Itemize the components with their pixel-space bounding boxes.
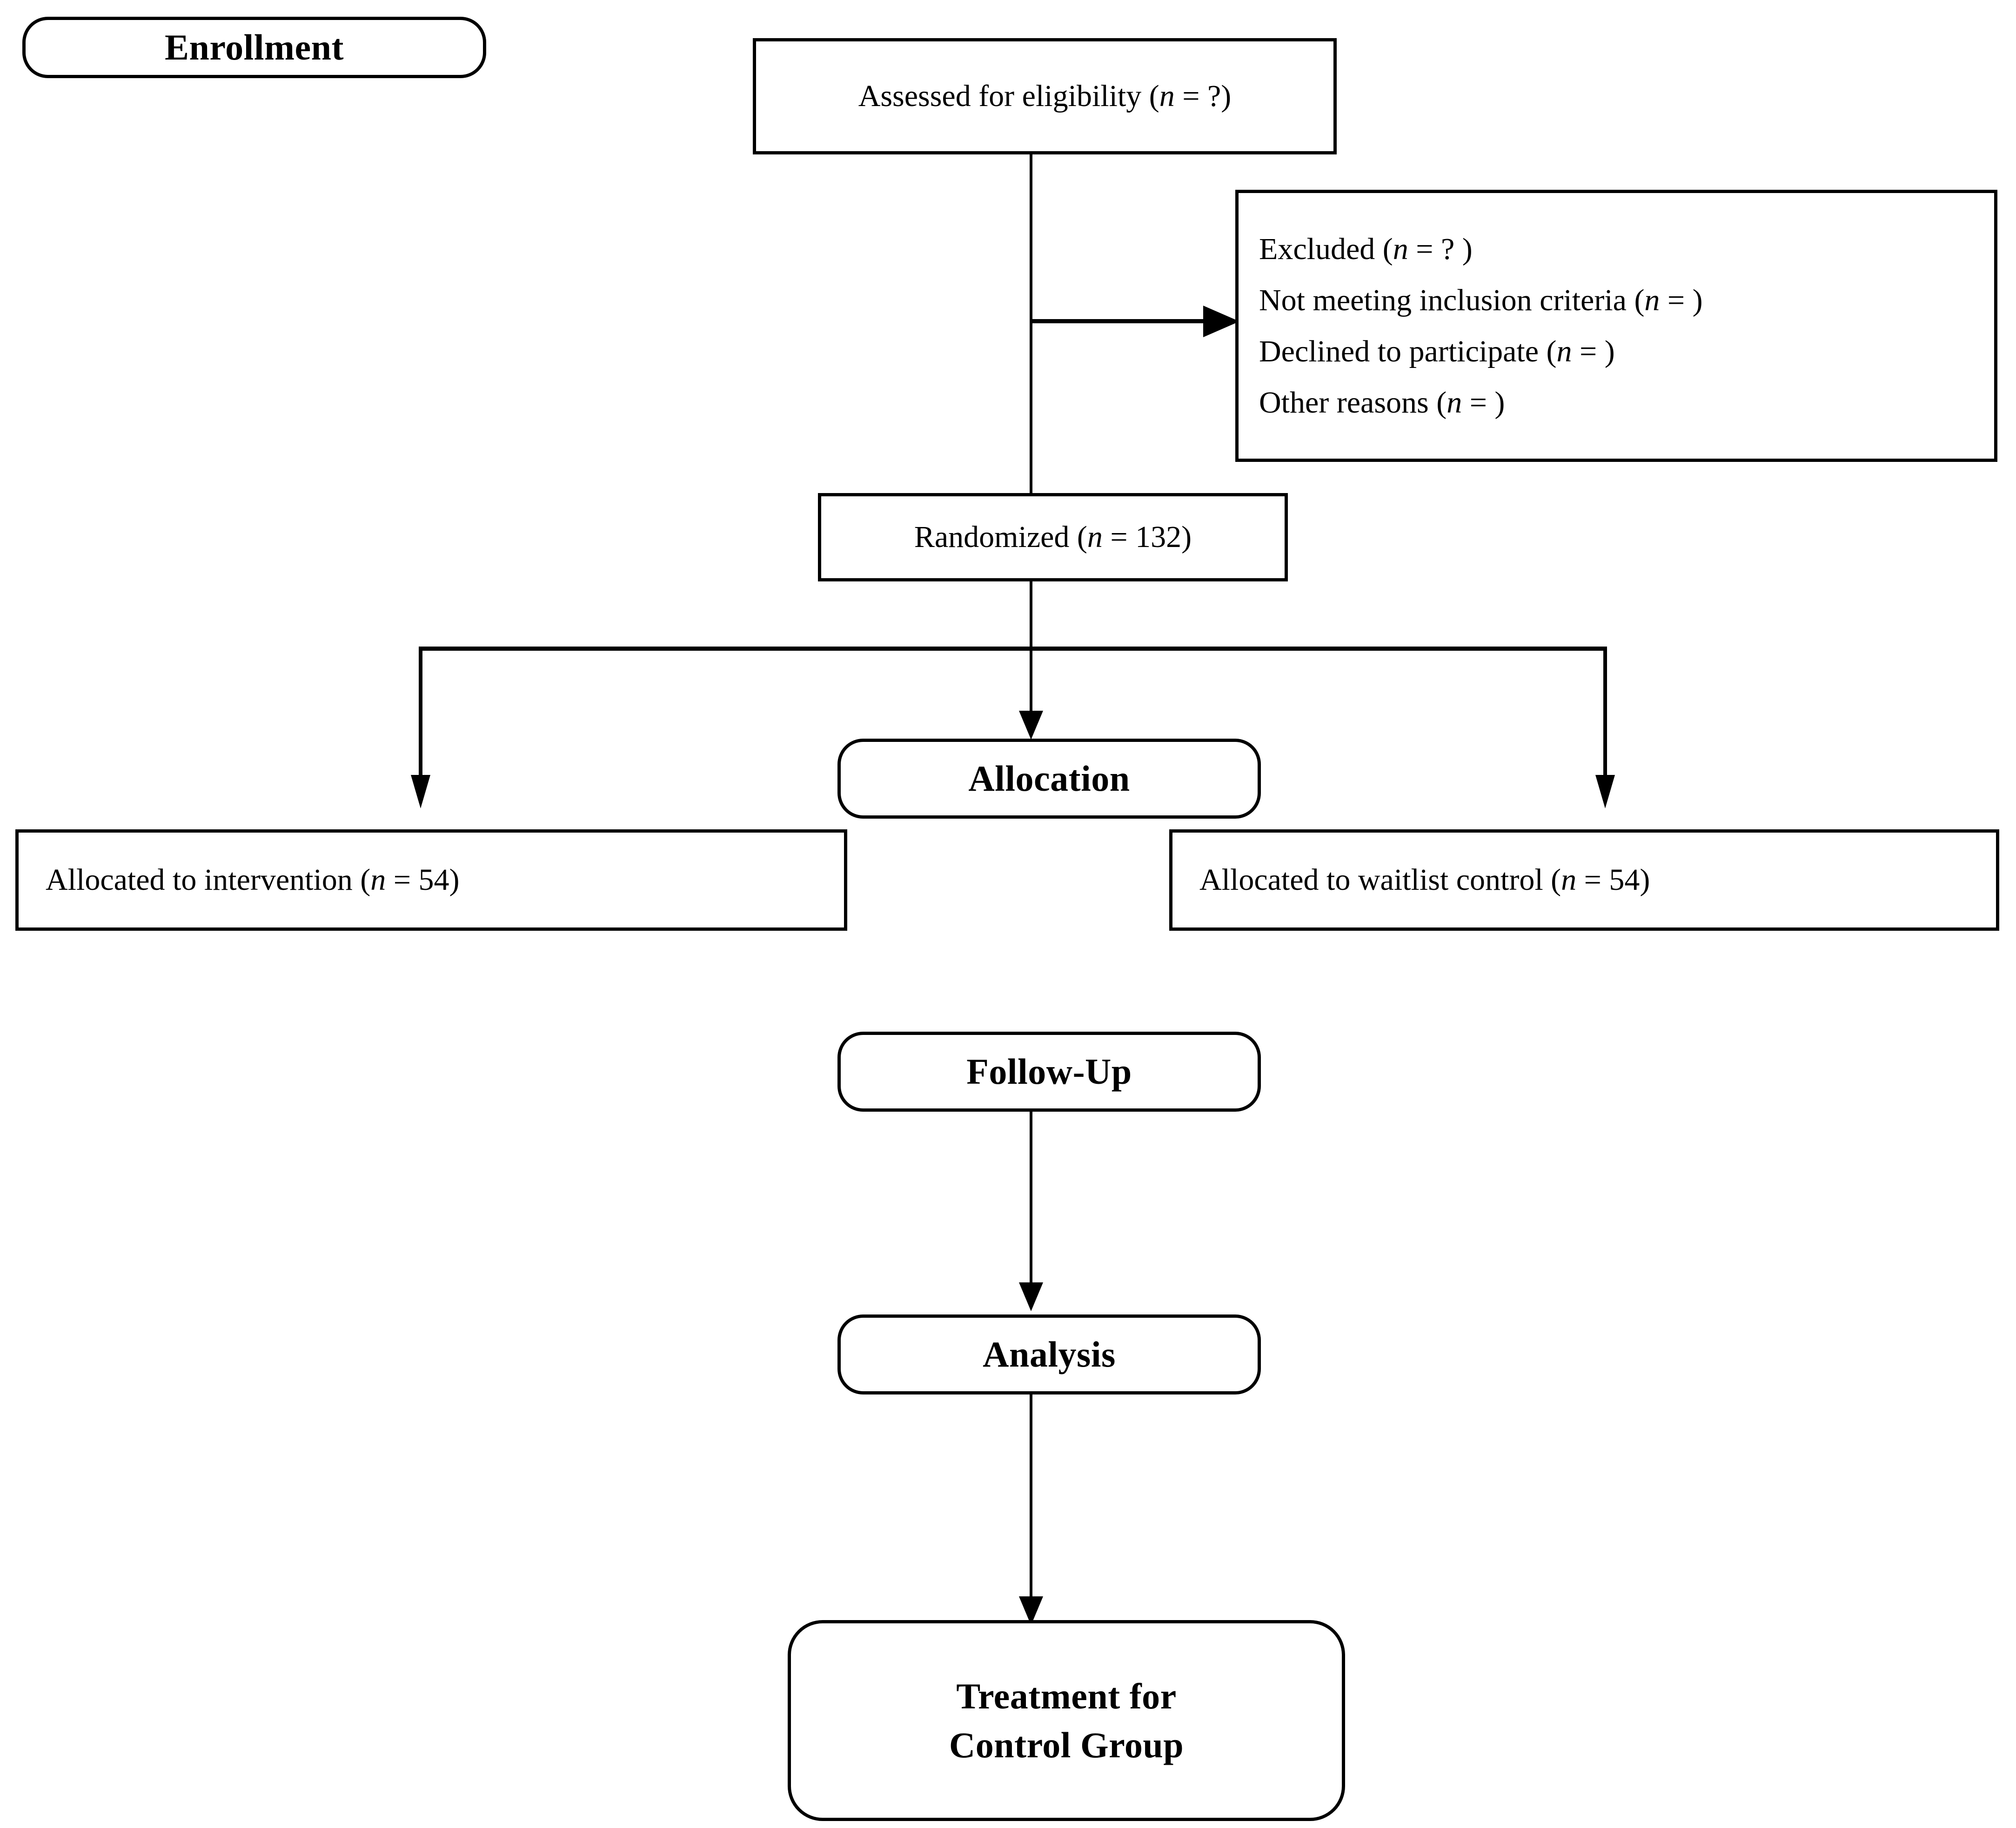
excluded-line-1-prefix: Excluded ( <box>1259 232 1393 266</box>
arrowhead-to-control <box>1595 775 1615 808</box>
excluded-line-3-prefix: Declined to participate ( <box>1259 334 1557 368</box>
node-excluded-box: Excluded (n = ? ) Not meeting inclusion … <box>1235 190 1997 462</box>
connector-analysis-to-treatment <box>1030 1394 1032 1608</box>
allocated-control-prefix: Allocated to waitlist control ( <box>1199 863 1561 897</box>
connector-left-drop <box>419 647 422 781</box>
excluded-line-2: Not meeting inclusion criteria (n = ) <box>1239 285 1994 316</box>
excluded-line-3-value: = ) <box>1572 334 1615 368</box>
node-allocated-control: Allocated to waitlist control (n = 54) <box>1169 829 1999 931</box>
node-assessed-for-eligibility: Assessed for eligibility (n = ?) <box>753 38 1337 154</box>
arrowhead-to-analysis <box>1019 1282 1043 1311</box>
allocated-intervention-value: = 54) <box>386 863 460 897</box>
assessed-prefix: Assessed for eligibility ( <box>858 79 1159 113</box>
stage-label-followup: Follow-Up <box>966 1051 1132 1092</box>
excluded-line-2-n-symbol: n <box>1644 283 1660 317</box>
node-allocated-intervention: Allocated to intervention (n = 54) <box>15 829 847 931</box>
excluded-line-4-n-symbol: n <box>1447 385 1462 420</box>
stage-box-enrollment: Enrollment <box>22 17 486 78</box>
randomized-prefix: Randomized ( <box>914 520 1087 554</box>
excluded-line-1: Excluded (n = ? ) <box>1239 234 1994 265</box>
randomized-value: = 132) <box>1102 520 1192 554</box>
arrowhead-to-allocation <box>1019 711 1043 740</box>
assessed-value: = ?) <box>1174 79 1232 113</box>
randomized-n-symbol: n <box>1087 520 1103 554</box>
treatment-line-2: Control Group <box>949 1725 1184 1765</box>
excluded-lines: Excluded (n = ? ) Not meeting inclusion … <box>1239 234 1994 418</box>
assessed-n-symbol: n <box>1159 79 1175 113</box>
connector-allocation-split-bar <box>419 647 1607 651</box>
excluded-line-2-value: = ) <box>1660 283 1703 317</box>
stage-label-allocation: Allocation <box>968 758 1130 799</box>
arrowhead-to-excluded <box>1203 306 1239 337</box>
excluded-line-2-prefix: Not meeting inclusion criteria ( <box>1259 283 1645 317</box>
connector-right-drop <box>1603 647 1607 781</box>
excluded-line-4-prefix: Other reasons ( <box>1259 385 1447 420</box>
excluded-line-4-value: = ) <box>1462 385 1505 420</box>
connector-split-to-allocation <box>1030 647 1032 717</box>
connector-followup-to-analysis <box>1030 1112 1032 1288</box>
arrowhead-to-intervention <box>411 775 430 808</box>
connector-assessed-to-randomized <box>1030 154 1032 493</box>
stage-label-analysis: Analysis <box>983 1334 1116 1375</box>
allocated-control-n-symbol: n <box>1561 863 1577 897</box>
connector-randomized-to-split <box>1030 581 1032 649</box>
node-randomized: Randomized (n = 132) <box>818 493 1288 581</box>
allocated-control-value: = 54) <box>1576 863 1650 897</box>
stage-box-allocation: Allocation <box>837 739 1261 819</box>
node-label-allocated-control: Allocated to waitlist control (n = 54) <box>1172 859 1996 901</box>
excluded-line-1-n-symbol: n <box>1393 232 1408 266</box>
excluded-line-3: Declined to participate (n = ) <box>1239 336 1994 367</box>
excluded-line-3-n-symbol: n <box>1556 334 1572 368</box>
treatment-line-1: Treatment for <box>956 1675 1177 1716</box>
excluded-line-4: Other reasons (n = ) <box>1239 387 1994 418</box>
node-label-randomized: Randomized (n = 132) <box>821 516 1285 558</box>
stage-box-followup: Follow-Up <box>837 1032 1261 1112</box>
allocated-intervention-n-symbol: n <box>370 863 386 897</box>
node-label-assessed: Assessed for eligibility (n = ?) <box>756 75 1333 117</box>
node-label-allocated-intervention: Allocated to intervention (n = 54) <box>19 859 844 901</box>
stage-box-analysis: Analysis <box>837 1314 1261 1394</box>
stage-label-enrollment: Enrollment <box>165 27 344 68</box>
connector-to-excluded-line <box>1031 319 1204 323</box>
allocated-intervention-prefix: Allocated to intervention ( <box>46 863 371 897</box>
excluded-line-1-value: = ? ) <box>1408 232 1473 266</box>
